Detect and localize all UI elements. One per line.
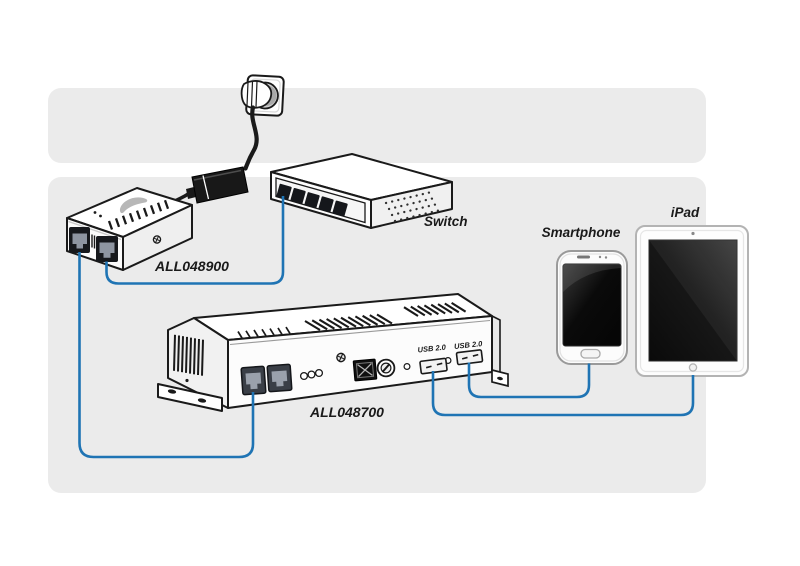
server-screw bbox=[336, 352, 346, 363]
switch-port-1 bbox=[276, 183, 292, 200]
server-flange-hole-2 bbox=[197, 398, 207, 403]
switch-vent-dots bbox=[384, 190, 445, 223]
cable-ethernet-injector-to-switch bbox=[105, 196, 285, 285]
allnet-logo bbox=[119, 197, 148, 214]
injector-rj45-plug-2 bbox=[99, 242, 115, 258]
injector-screw bbox=[152, 235, 162, 244]
server-dc-jack bbox=[376, 358, 396, 378]
power-plug-grip-lines bbox=[246, 81, 258, 108]
server-led-3 bbox=[314, 368, 324, 378]
server-led-4 bbox=[403, 363, 411, 371]
adapter-seam bbox=[202, 175, 210, 200]
cable-usb-server-to-ipad bbox=[431, 371, 695, 417]
adapter-body bbox=[191, 166, 249, 204]
usb-port-label-1: USB 2.0 bbox=[417, 342, 447, 354]
label-all048900: ALL048900 bbox=[154, 258, 229, 274]
label-smartphone: Smartphone bbox=[542, 225, 621, 240]
server-led-2 bbox=[307, 370, 316, 379]
server-power-connector bbox=[352, 358, 378, 382]
switch-port-2 bbox=[290, 187, 306, 204]
smartphone-camera-dot-1 bbox=[598, 255, 602, 259]
label-ipad: iPad bbox=[671, 205, 700, 220]
server-right-face bbox=[491, 314, 501, 376]
background-band-top bbox=[48, 88, 706, 163]
server-rj45-port-1 bbox=[240, 365, 267, 396]
usb-port-label-2: USB 2.0 bbox=[454, 339, 484, 351]
smartphone-camera-dot-2 bbox=[604, 256, 608, 259]
ipad-screen-glare bbox=[649, 240, 737, 361]
ipad-screen bbox=[648, 239, 738, 362]
server-edge-ticks bbox=[237, 326, 291, 339]
power-cord-outlet-to-adapter bbox=[243, 105, 259, 171]
smartphone-screen-glare bbox=[563, 264, 621, 292]
server-usb-port-1 bbox=[419, 357, 448, 375]
server-led-1 bbox=[299, 371, 309, 381]
label-all048700: ALL048700 bbox=[309, 404, 384, 420]
switch-port-4 bbox=[318, 196, 334, 213]
switch-port-5 bbox=[332, 200, 348, 217]
wall-outlet bbox=[240, 74, 285, 171]
smartphone-bezel bbox=[559, 253, 625, 362]
server-front-bevel bbox=[229, 319, 491, 346]
adapter-nub bbox=[186, 187, 196, 199]
device-ipad bbox=[635, 225, 749, 377]
device-switch bbox=[270, 153, 453, 229]
switch-port-3 bbox=[304, 192, 320, 209]
server-flange-hole-3 bbox=[497, 376, 503, 381]
label-switch: Switch bbox=[424, 214, 468, 229]
server-left-vents bbox=[173, 334, 204, 376]
ipad-home-button bbox=[688, 363, 698, 372]
server-flange-hole-1 bbox=[167, 389, 177, 394]
injector-rj45-plug-1 bbox=[72, 233, 87, 249]
device-all048700: USB 2.0 USB 2.0 bbox=[157, 293, 509, 412]
ipad-camera bbox=[691, 231, 695, 236]
injector-front-slots bbox=[91, 234, 96, 249]
injector-led-dot-1 bbox=[93, 211, 97, 214]
server-usb-port-2 bbox=[455, 349, 484, 366]
switch-ports bbox=[276, 183, 348, 217]
injector-led-dot-2 bbox=[99, 214, 102, 218]
smartphone-home-button bbox=[580, 348, 601, 359]
smartphone-screen bbox=[562, 263, 622, 347]
cable-usb-server-to-smartphone bbox=[467, 362, 591, 399]
server-top-vents-1 bbox=[304, 313, 393, 331]
server-top-vents-2 bbox=[403, 302, 467, 317]
server-left-face-hole bbox=[185, 378, 189, 383]
device-smartphone bbox=[556, 250, 628, 365]
smartphone-speaker bbox=[577, 255, 590, 259]
cable-ethernet-injector-to-server bbox=[78, 252, 255, 459]
adapter-top-highlight bbox=[193, 169, 242, 181]
server-rj45-port-2 bbox=[266, 363, 293, 393]
device-all048900 bbox=[66, 187, 193, 271]
injector-top-vents bbox=[107, 199, 170, 230]
